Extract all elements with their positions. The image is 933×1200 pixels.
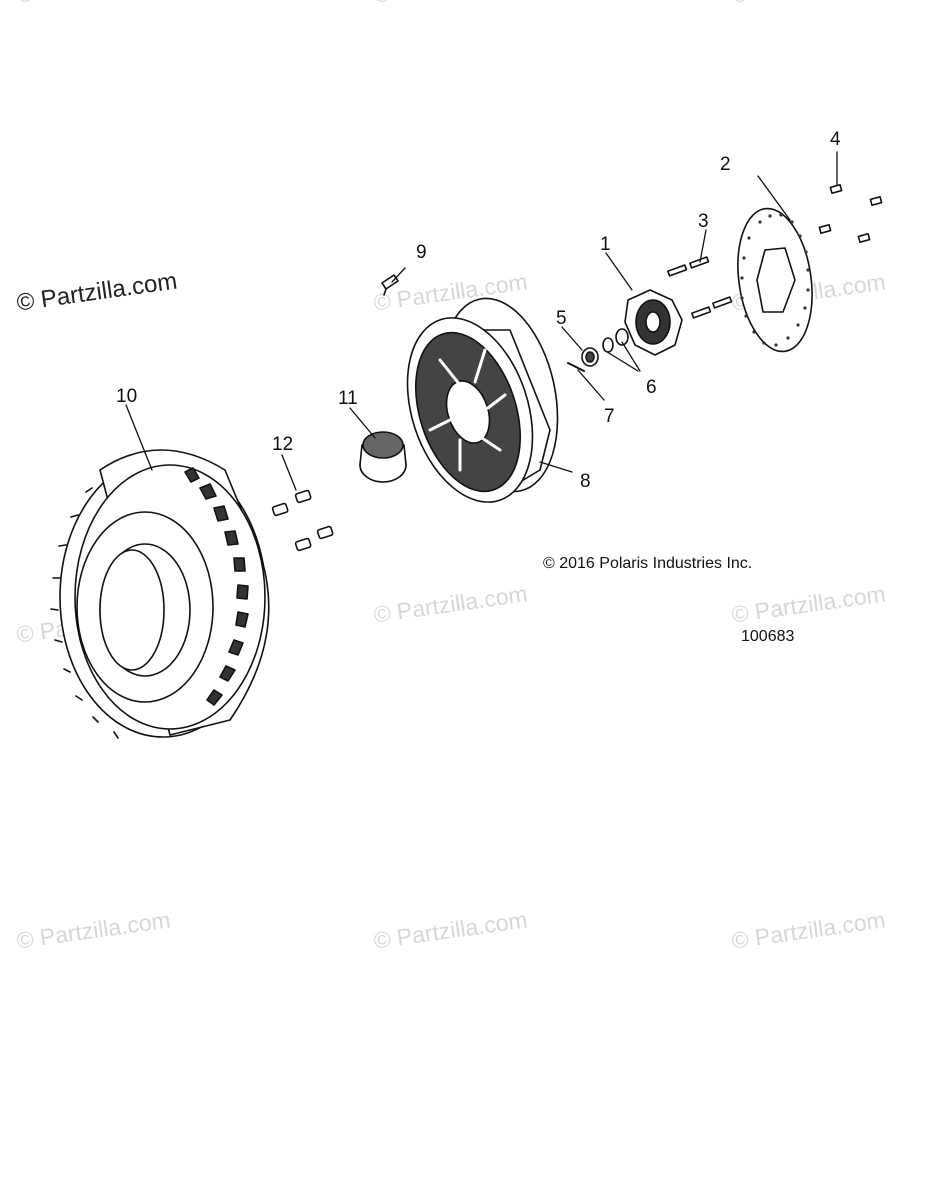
callout-6: 6	[646, 377, 657, 398]
callout-2: 2	[720, 154, 731, 175]
castle-nut-icon	[581, 347, 599, 367]
lug-nut-icon	[271, 489, 334, 552]
wheel-rim-icon	[406, 297, 559, 503]
callout-8: 8	[580, 471, 591, 492]
callout-10: 10	[116, 386, 137, 407]
center-cap-icon	[359, 431, 407, 483]
valve-stem-icon	[381, 274, 399, 296]
callout-9: 9	[416, 242, 427, 263]
wheel-hub-icon	[624, 289, 683, 356]
callout-4: 4	[830, 129, 841, 150]
copyright-text: © 2016 Polaris Industries Inc.	[543, 555, 753, 572]
callout-12: 12	[272, 434, 293, 455]
disc-bolt-icon	[818, 184, 883, 243]
callout-11: 11	[338, 388, 358, 409]
hub-stud-icon	[667, 256, 733, 319]
leader-lines	[125, 151, 838, 491]
callout-1: 1	[600, 234, 611, 255]
callout-7: 7	[604, 406, 615, 427]
callout-3: 3	[698, 211, 709, 232]
brake-disc-icon	[737, 207, 813, 353]
part-number: 100683	[741, 628, 795, 645]
callout-labels: 1 2 3 4 5 6 7 8 9 10 12 11	[116, 129, 841, 492]
callout-5: 5	[556, 308, 567, 329]
washer-icon	[602, 328, 629, 353]
tire-icon	[50, 449, 270, 739]
cotter-pin-icon	[567, 362, 585, 372]
